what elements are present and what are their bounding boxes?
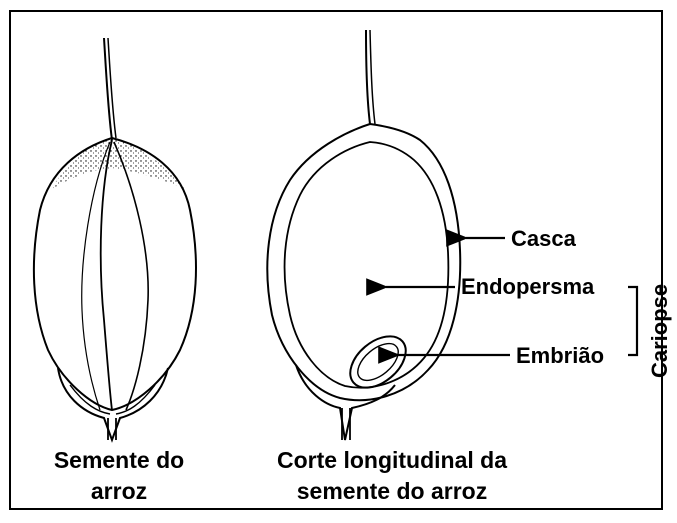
figure-frame [9,10,663,510]
